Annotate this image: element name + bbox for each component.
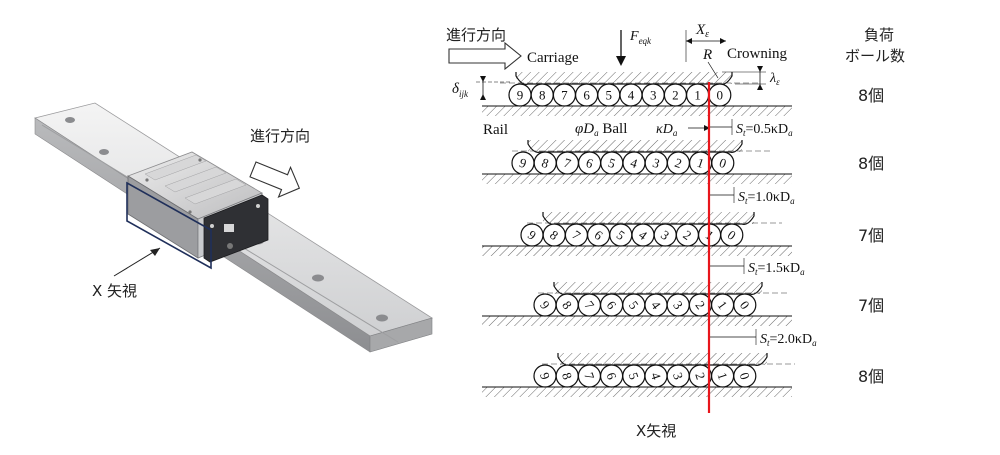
ball-number: 9 (537, 371, 553, 382)
ball-load-schematic: 進行方向 負荷 ボール数 Carriage Crowning Feqk Xε R… (446, 22, 905, 440)
ball (720, 223, 744, 247)
ball-number: 4 (628, 88, 635, 103)
ball-number: 4 (629, 155, 640, 171)
rail-end-face (369, 317, 433, 353)
ball-number: 6 (584, 155, 595, 171)
carriage-hatch (543, 212, 754, 224)
ball-number: 3 (650, 88, 657, 103)
ball-number: 3 (651, 155, 662, 171)
ball-number: 9 (518, 155, 529, 171)
ball-number: 9 (517, 88, 524, 103)
ball-number: 1 (694, 88, 701, 103)
load-ball-count: 8個 (858, 367, 884, 386)
carriage-profile (515, 72, 733, 85)
carriage-label: Carriage (527, 50, 579, 66)
ball (711, 151, 735, 175)
ball-number: 0 (717, 88, 724, 103)
r-label: R (702, 47, 712, 63)
direction-arrow-left (249, 161, 301, 199)
ball-number: 5 (606, 155, 617, 171)
linear-guide-illustration: X 矢視 進行方向 (34, 102, 433, 353)
load-header-1: 負荷 (864, 26, 894, 44)
force-label: Feqk (629, 29, 652, 46)
rail-hatch (482, 316, 792, 326)
load-ball-count: 8個 (858, 86, 884, 105)
ball-number: 0 (737, 371, 753, 382)
x-view-frame (126, 181, 212, 270)
rail-hatch (482, 246, 792, 256)
load-ball-count: 7個 (858, 296, 884, 315)
carriage-hatch (554, 282, 762, 294)
ball-number: 5 (606, 88, 613, 103)
ball-number: 1 (695, 155, 706, 171)
carriage-profile (557, 353, 768, 366)
rail-hole (65, 117, 75, 123)
ball-number: 2 (673, 155, 684, 171)
ball-number: 5 (626, 371, 642, 382)
direction-arrow-right (448, 41, 522, 71)
shift-label: St=0.5κDa (736, 122, 793, 138)
rail-hatch (482, 387, 792, 397)
rail-hatch (482, 174, 792, 184)
rail-hole (99, 149, 109, 155)
rail-hatch (482, 106, 792, 116)
crowning-label: Crowning (727, 46, 788, 62)
ball-diameter-label: φDa Ball (575, 121, 627, 138)
bottom-view-label: X矢視 (636, 422, 676, 440)
load-ball-count: 7個 (858, 226, 884, 245)
ball-number: 0 (717, 155, 728, 171)
ball-number: 8 (539, 88, 546, 103)
kappa-label: κDa (656, 122, 678, 138)
load-ball-count: 8個 (858, 154, 884, 173)
ball (733, 364, 757, 388)
carriage-hatch (516, 72, 732, 84)
view-label: X 矢視 (92, 282, 137, 300)
ball-number: 4 (648, 371, 664, 382)
rail-hole (312, 274, 324, 282)
ball (733, 293, 757, 317)
rail-hole (376, 314, 388, 322)
lambda-label: λε (769, 71, 780, 87)
delta-label: δijk (452, 81, 469, 99)
rail-label: Rail (483, 122, 508, 138)
ball-number: 3 (670, 371, 686, 382)
ball-number: 6 (603, 371, 619, 382)
view-pointer-arrowhead (150, 248, 160, 256)
ball-number: 7 (562, 155, 573, 171)
ball-number: 2 (672, 88, 679, 103)
x-epsilon-label: Xε (695, 22, 709, 40)
shift-label: St=1.5κDa (748, 261, 805, 277)
direction-label-right: 進行方向 (446, 26, 506, 44)
carriage-hatch (558, 353, 767, 365)
ball-number: 8 (559, 371, 575, 382)
ball-number: 8 (540, 155, 551, 171)
ball-number: 6 (583, 88, 590, 103)
shift-label: St=2.0κDa (760, 332, 817, 348)
direction-label-left: 進行方向 (250, 127, 310, 145)
force-arrowhead (616, 56, 626, 66)
ball-number: 7 (581, 371, 597, 382)
ball-number: 7 (561, 88, 568, 103)
carriage-end-seal (203, 194, 269, 263)
carriage-profile (542, 212, 755, 225)
load-header-2: ボール数 (845, 47, 905, 65)
carriage-hatch (528, 140, 742, 152)
ball-number: 1 (714, 371, 730, 382)
shift-label: St=1.0κDa (738, 190, 795, 206)
ball-number: 2 (692, 371, 708, 382)
